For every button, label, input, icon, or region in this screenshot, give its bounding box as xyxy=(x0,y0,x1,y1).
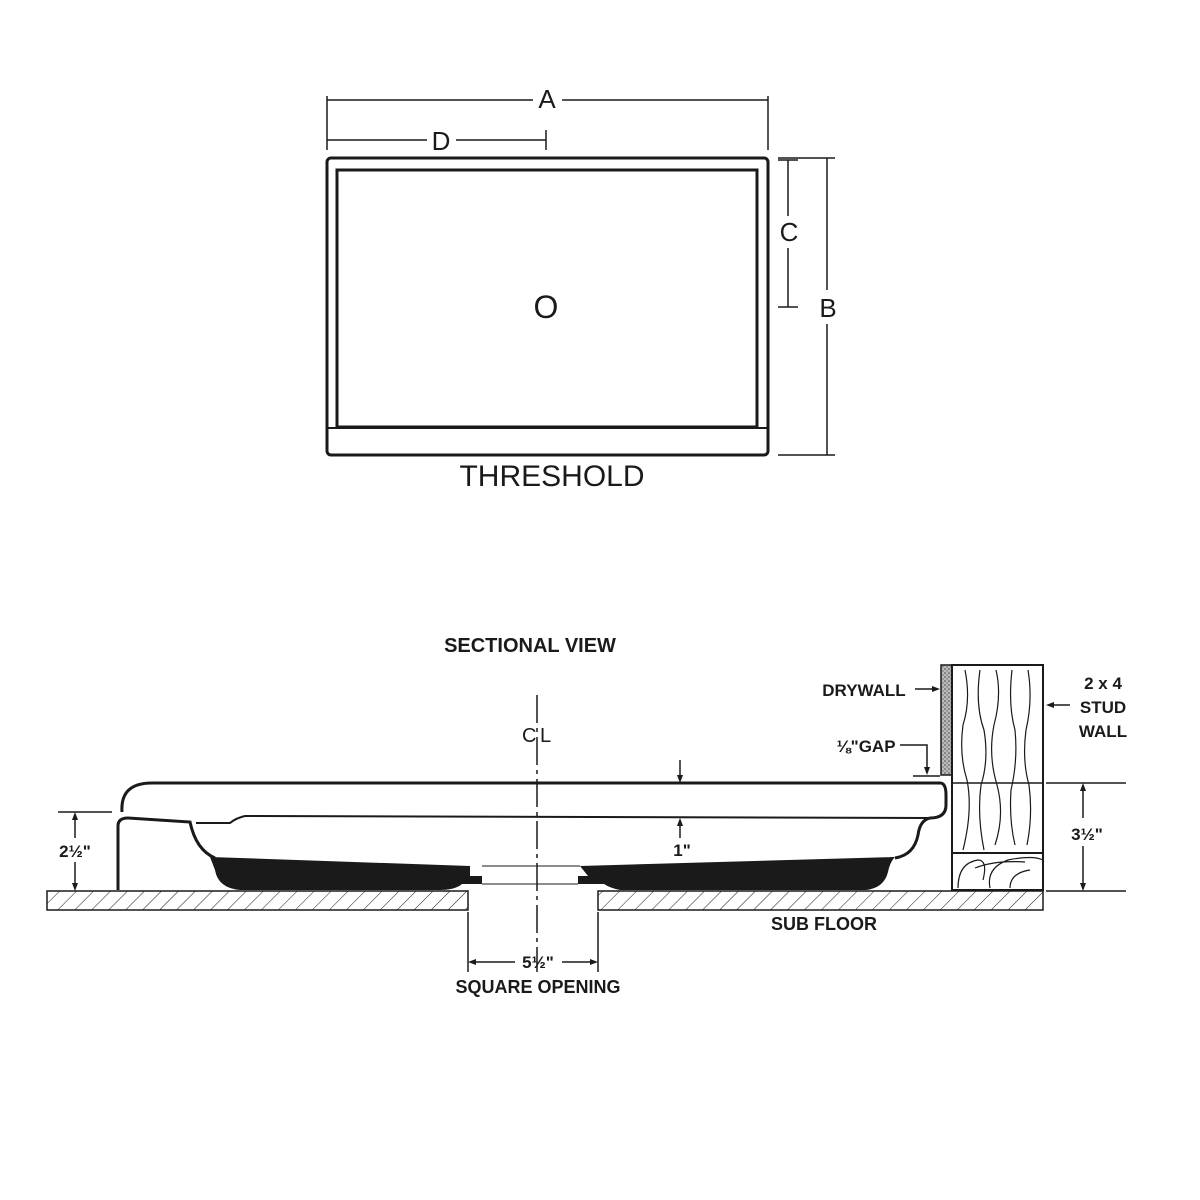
stud-wall xyxy=(951,664,1044,891)
pan-support-left xyxy=(210,857,482,890)
svg-text:A: A xyxy=(538,84,556,114)
svg-text:2 x 4: 2 x 4 xyxy=(1084,674,1122,693)
sub-floor-label: SUB FLOOR xyxy=(771,914,877,934)
svg-text:B: B xyxy=(819,293,836,323)
drain-symbol: O xyxy=(534,289,559,325)
svg-text:5½": 5½" xyxy=(522,953,554,972)
centerline-symbol: C L xyxy=(522,725,551,747)
dimension-threshold-height: 2½" xyxy=(58,811,112,891)
dimension-opening: 5½" xyxy=(467,912,599,972)
threshold-label: THRESHOLD xyxy=(459,460,644,493)
sectional-view: SECTIONAL VIEW C L DRYWALL xyxy=(46,635,1127,997)
centerline-c: C xyxy=(522,725,536,747)
dimension-c: C xyxy=(778,159,799,308)
svg-text:3½": 3½" xyxy=(1071,825,1103,844)
plan-view: O A D C B THRESHOLD xyxy=(325,84,837,493)
dimension-d: D xyxy=(327,126,547,156)
centerline-l: L xyxy=(540,725,551,747)
svg-text:WALL: WALL xyxy=(1079,722,1127,741)
svg-text:1": 1" xyxy=(673,841,691,860)
sectional-view-title: SECTIONAL VIEW xyxy=(444,635,616,657)
sub-floor-left xyxy=(46,890,469,911)
stud-wall-label: 2 x 4 STUD WALL xyxy=(1079,674,1127,741)
dimension-stud-height: 3½" xyxy=(1046,782,1126,892)
drywall-label: DRYWALL xyxy=(822,681,905,700)
gap-label: ⅛"GAP xyxy=(836,737,895,756)
pan-support-right xyxy=(578,857,895,890)
shower-pan-section xyxy=(116,781,948,890)
svg-text:C: C xyxy=(780,217,799,247)
dimension-b: B xyxy=(778,157,837,456)
square-opening-label: SQUARE OPENING xyxy=(455,977,620,997)
dimension-lip: 1" xyxy=(673,760,691,860)
sub-floor-right xyxy=(597,890,1044,911)
svg-text:STUD: STUD xyxy=(1080,698,1126,717)
base-outline xyxy=(325,156,770,457)
svg-text:2½": 2½" xyxy=(59,842,91,861)
svg-text:D: D xyxy=(432,126,451,156)
dimension-a: A xyxy=(326,84,769,150)
drywall xyxy=(940,664,953,776)
